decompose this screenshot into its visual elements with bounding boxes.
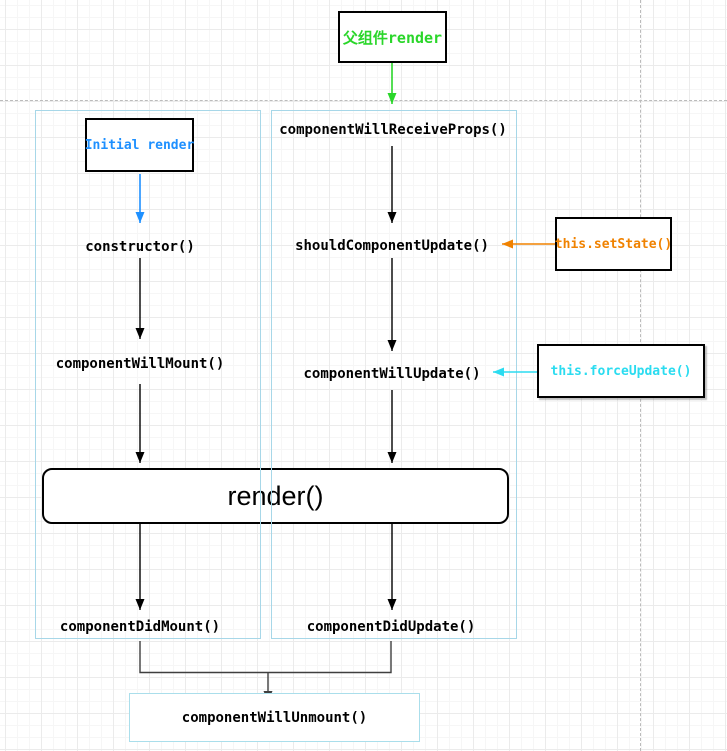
force-update-label: this.forceUpdate() (550, 363, 692, 379)
component-will-mount-label: componentWillMount() (55, 356, 225, 372)
component-did-update-label: componentDidUpdate() (306, 619, 476, 635)
component-will-receive-props-label: componentWillReceiveProps() (279, 122, 507, 138)
initial-render-node: Initial render (85, 118, 194, 172)
render-node: render() (42, 468, 509, 524)
parent-render-label: 父组件render (342, 28, 443, 47)
should-component-update-label: shouldComponentUpdate() (295, 238, 489, 254)
set-state-node: this.setState() (555, 217, 672, 271)
render-label: render() (227, 480, 324, 511)
page-break-line-horizontal (0, 100, 727, 101)
constructor-label: constructor() (85, 239, 195, 255)
update-lifecycle-container (271, 110, 517, 639)
component-did-mount-label: componentDidMount() (59, 619, 221, 635)
component-will-unmount-label: componentWillUnmount() (181, 709, 368, 726)
initial-render-label: Initial render (84, 137, 195, 153)
set-state-label: this.setState() (554, 236, 673, 252)
component-will-update-label: componentWillUpdate() (303, 366, 481, 382)
force-update-node: this.forceUpdate() (537, 344, 705, 398)
mount-lifecycle-container (35, 110, 261, 639)
parent-render-node: 父组件render (338, 11, 447, 63)
component-will-unmount-node: componentWillUnmount() (129, 693, 420, 742)
